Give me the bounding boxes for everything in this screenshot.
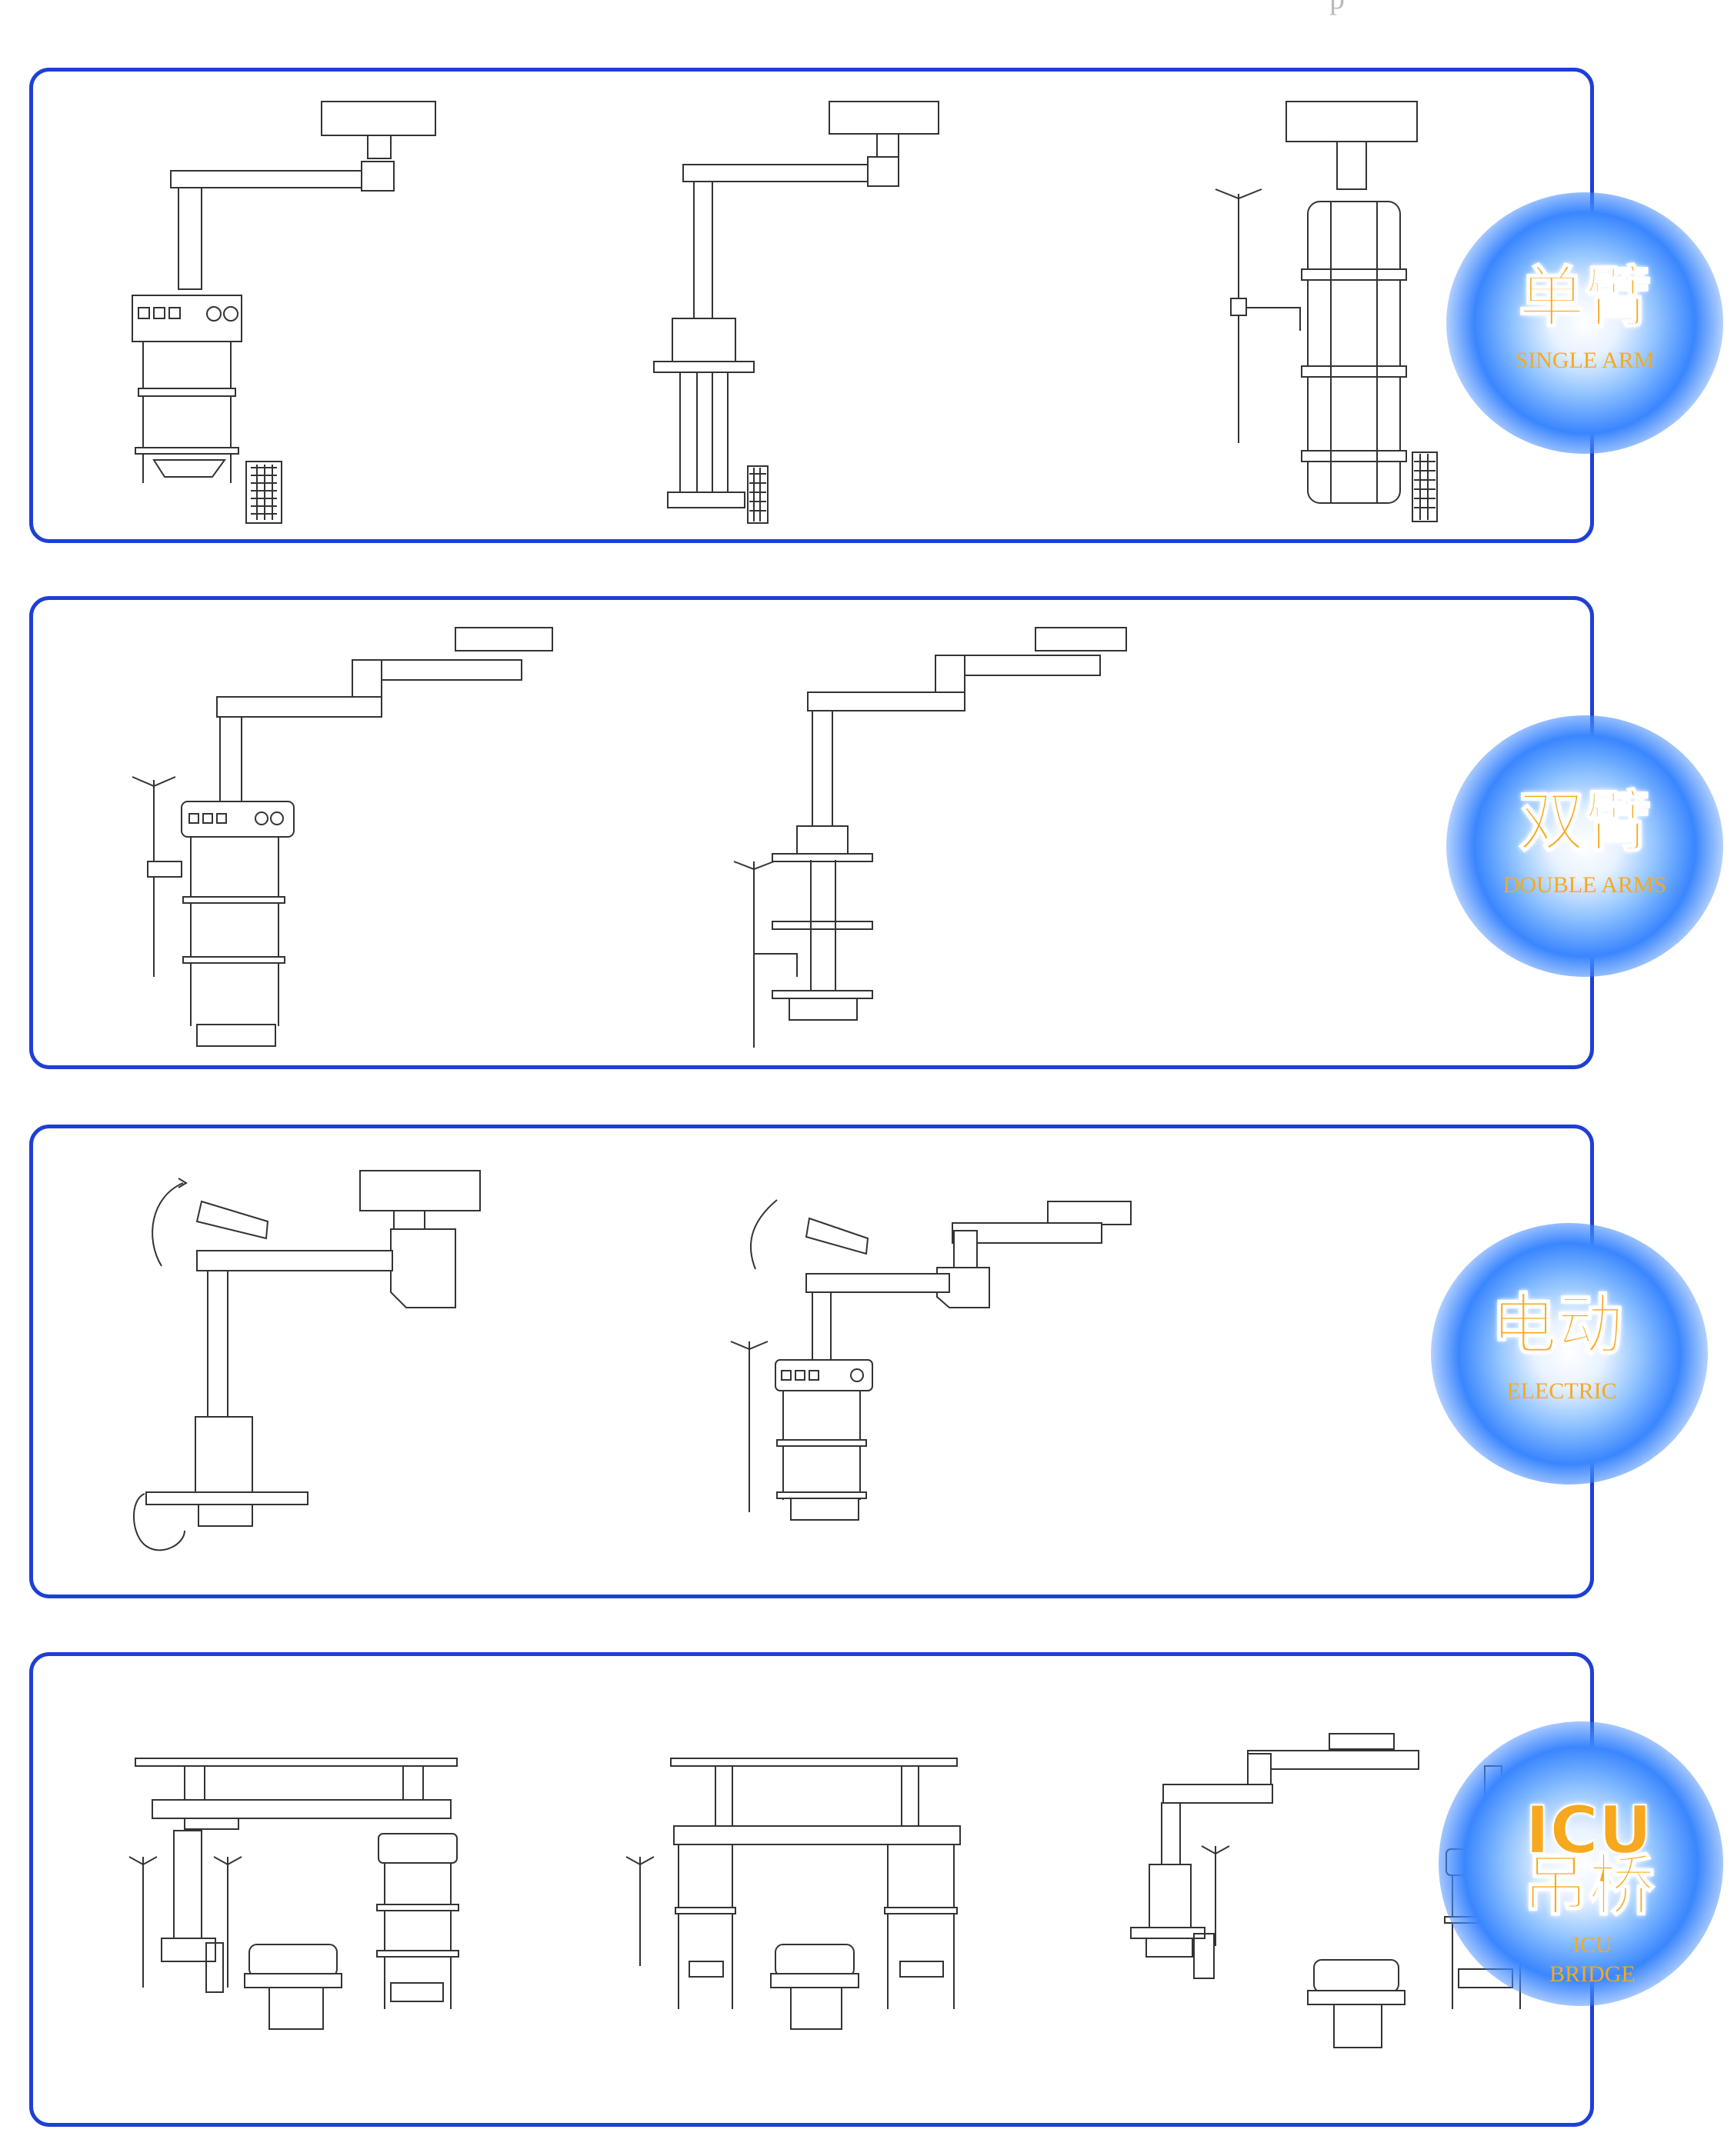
label-glow-icu-bridge bbox=[1439, 1721, 1723, 2006]
label-icu-bridge-en-line1: ICU bbox=[1572, 1932, 1612, 1958]
label-glow-double-arms bbox=[1446, 715, 1723, 977]
cropped-header-text: p bbox=[1329, 0, 1345, 16]
electric-drawing-1 bbox=[134, 1171, 480, 1550]
single-arm-drawing-2 bbox=[654, 102, 939, 523]
label-electric-en: ELECTRIC bbox=[1506, 1378, 1617, 1404]
single-arm-drawing-3 bbox=[1215, 102, 1437, 522]
label-double-arms-en: DOUBLE ARMS bbox=[1502, 872, 1667, 898]
label-double-arms-cn: 双臂 bbox=[1518, 784, 1652, 861]
label-icu-bridge-en-line2: BRIDGE bbox=[1549, 1961, 1636, 1987]
icu-bridge-drawing-1 bbox=[129, 1758, 459, 2029]
label-icu-bridge-cn: ICU 吊桥 bbox=[1522, 1792, 1656, 1925]
label-electric-cn: 电动 bbox=[1490, 1287, 1624, 1364]
electric-drawing-2 bbox=[731, 1200, 1131, 1520]
single-arm-drawing-1 bbox=[132, 102, 435, 523]
label-icu-bridge-en: ICU BRIDGE bbox=[1500, 1931, 1685, 1988]
label-glow-electric bbox=[1431, 1223, 1708, 1485]
double-arms-drawing-2 bbox=[734, 628, 1126, 1048]
label-glow-single-arm bbox=[1446, 192, 1723, 454]
label-single-arm-cn: 单臂 bbox=[1518, 259, 1652, 336]
icu-bridge-drawing-2 bbox=[626, 1758, 960, 2029]
double-arms-drawing-1 bbox=[132, 628, 552, 1046]
label-single-arm-en: SINGLE ARM bbox=[1515, 348, 1655, 373]
